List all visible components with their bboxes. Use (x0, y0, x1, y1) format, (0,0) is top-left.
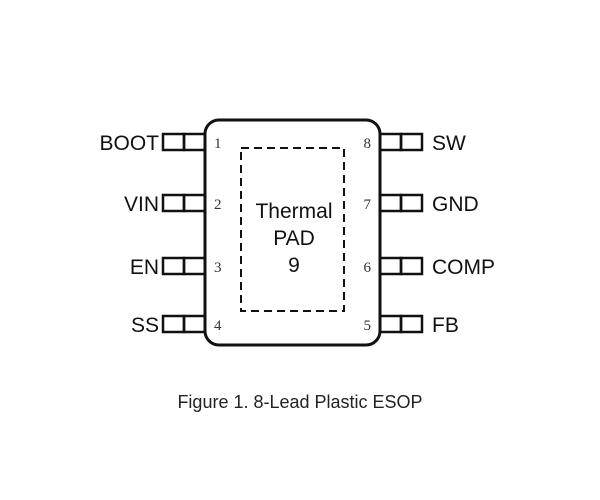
pin-2-lead-inner (182, 193, 207, 213)
pin-7-lead-inner (378, 193, 403, 213)
pin-5-number: 5 (364, 318, 372, 334)
thermal-pad-label-line2: PAD (273, 227, 315, 250)
pin-6-name: COMP (432, 256, 495, 279)
figure-caption: Figure 1. 8-Lead Plastic ESOP (177, 392, 423, 412)
pin-8-number: 8 (364, 136, 372, 152)
pin-6-lead-outer (399, 256, 424, 276)
pin-3-lead-outer (161, 256, 186, 276)
pin-8-lead-outer (399, 132, 424, 152)
pin-8: SW 8 (364, 132, 467, 155)
pin-7-number: 7 (364, 197, 372, 213)
pin-5: FB 5 (364, 314, 459, 337)
pin-7-name: GND (432, 193, 479, 216)
pin-1-lead-outer (161, 132, 186, 152)
pin-3-lead-inner (182, 256, 207, 276)
package-body (203, 118, 382, 347)
pin-7-lead-outer (399, 193, 424, 213)
pin-7: GND 7 (364, 193, 479, 216)
pin-6-lead-inner (378, 256, 403, 276)
pin-6: COMP 6 (364, 256, 496, 279)
pin-8-name: SW (432, 132, 466, 155)
pin-1-lead-inner (182, 132, 207, 152)
pin-1-number: 1 (214, 136, 222, 152)
pin-2-lead-outer (161, 193, 186, 213)
thermal-pad-number: 9 (288, 254, 300, 277)
pin-5-name: FB (432, 314, 459, 337)
pin-8-lead-inner (378, 132, 403, 152)
pin-4-lead-inner (182, 314, 207, 334)
pin-2-number: 2 (214, 197, 222, 213)
pin-5-lead-outer (399, 314, 424, 334)
thermal-pad-label-line1: Thermal (255, 200, 332, 223)
pin-2-name: VIN (124, 193, 159, 216)
pin-4-name: SS (131, 314, 159, 337)
pin-2: VIN 2 (124, 193, 222, 216)
pin-1-name: BOOT (99, 132, 159, 155)
pin-4-lead-outer (161, 314, 186, 334)
pin-4: SS 4 (131, 314, 222, 337)
thermal-pad-outline (240, 147, 345, 312)
pin-3: EN 3 (130, 256, 222, 279)
pin-4-number: 4 (214, 318, 222, 334)
pin-5-lead-inner (378, 314, 403, 334)
pin-6-number: 6 (364, 260, 372, 276)
pin-3-name: EN (130, 256, 159, 279)
pin-1: BOOT 1 (99, 132, 221, 155)
pin-3-number: 3 (214, 260, 222, 276)
